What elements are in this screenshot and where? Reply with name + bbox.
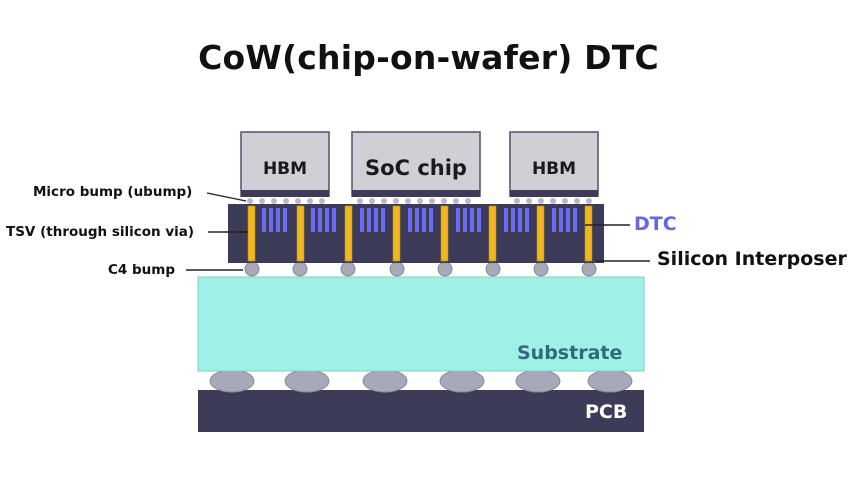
tsv-vias: [247, 205, 593, 262]
bga-ball: [439, 369, 485, 393]
label-dtc: DTC: [634, 213, 677, 235]
label-pcb: PCB: [585, 401, 628, 423]
bga-balls: [209, 369, 633, 393]
tsv: [536, 205, 545, 262]
tsv: [247, 205, 256, 262]
tsv: [392, 205, 401, 262]
leader-micro-bump: [206, 192, 247, 202]
label-tsv: TSV (through silicon via): [6, 224, 195, 240]
bga-ball: [284, 369, 330, 393]
label-substrate: Substrate: [517, 342, 623, 364]
tsv: [296, 205, 305, 262]
c4-bump: [292, 261, 308, 277]
tsv: [488, 205, 497, 262]
chip-label-hbm-right: HBM: [531, 159, 577, 179]
chip-label-hbm-left: HBM: [262, 159, 308, 179]
c4-bump: [244, 261, 260, 277]
chip-hbm-right: [509, 131, 599, 197]
c4-bump: [437, 261, 453, 277]
chip-label-soc: SoC chip: [365, 156, 467, 180]
c4-bump: [581, 261, 597, 277]
tsv: [344, 205, 353, 262]
bga-ball: [515, 369, 561, 393]
substrate: [197, 276, 645, 372]
label-c4-bump: C4 bump: [108, 262, 176, 278]
c4-bump: [340, 261, 356, 277]
tsv: [584, 205, 593, 262]
label-micro-bump: Micro bump (ubump): [33, 184, 193, 200]
bga-ball: [362, 369, 408, 393]
diagram-title: CoW(chip-on-wafer) DTC: [198, 38, 659, 77]
bga-ball: [209, 369, 255, 393]
c4-bump: [485, 261, 501, 277]
c4-bumps: [244, 261, 597, 277]
micro-bumps: [247, 198, 592, 204]
chip-hbm-left: [240, 131, 330, 197]
pcb-board: [198, 390, 644, 432]
chip-soc: [351, 131, 481, 197]
label-silicon-interposer: Silicon Interposer: [657, 248, 847, 270]
c4-bump: [389, 261, 405, 277]
dtc-capacitors: [262, 208, 577, 232]
tsv: [440, 205, 449, 262]
c4-bump: [533, 261, 549, 277]
bga-ball: [587, 369, 633, 393]
leader-lines: [186, 192, 650, 271]
